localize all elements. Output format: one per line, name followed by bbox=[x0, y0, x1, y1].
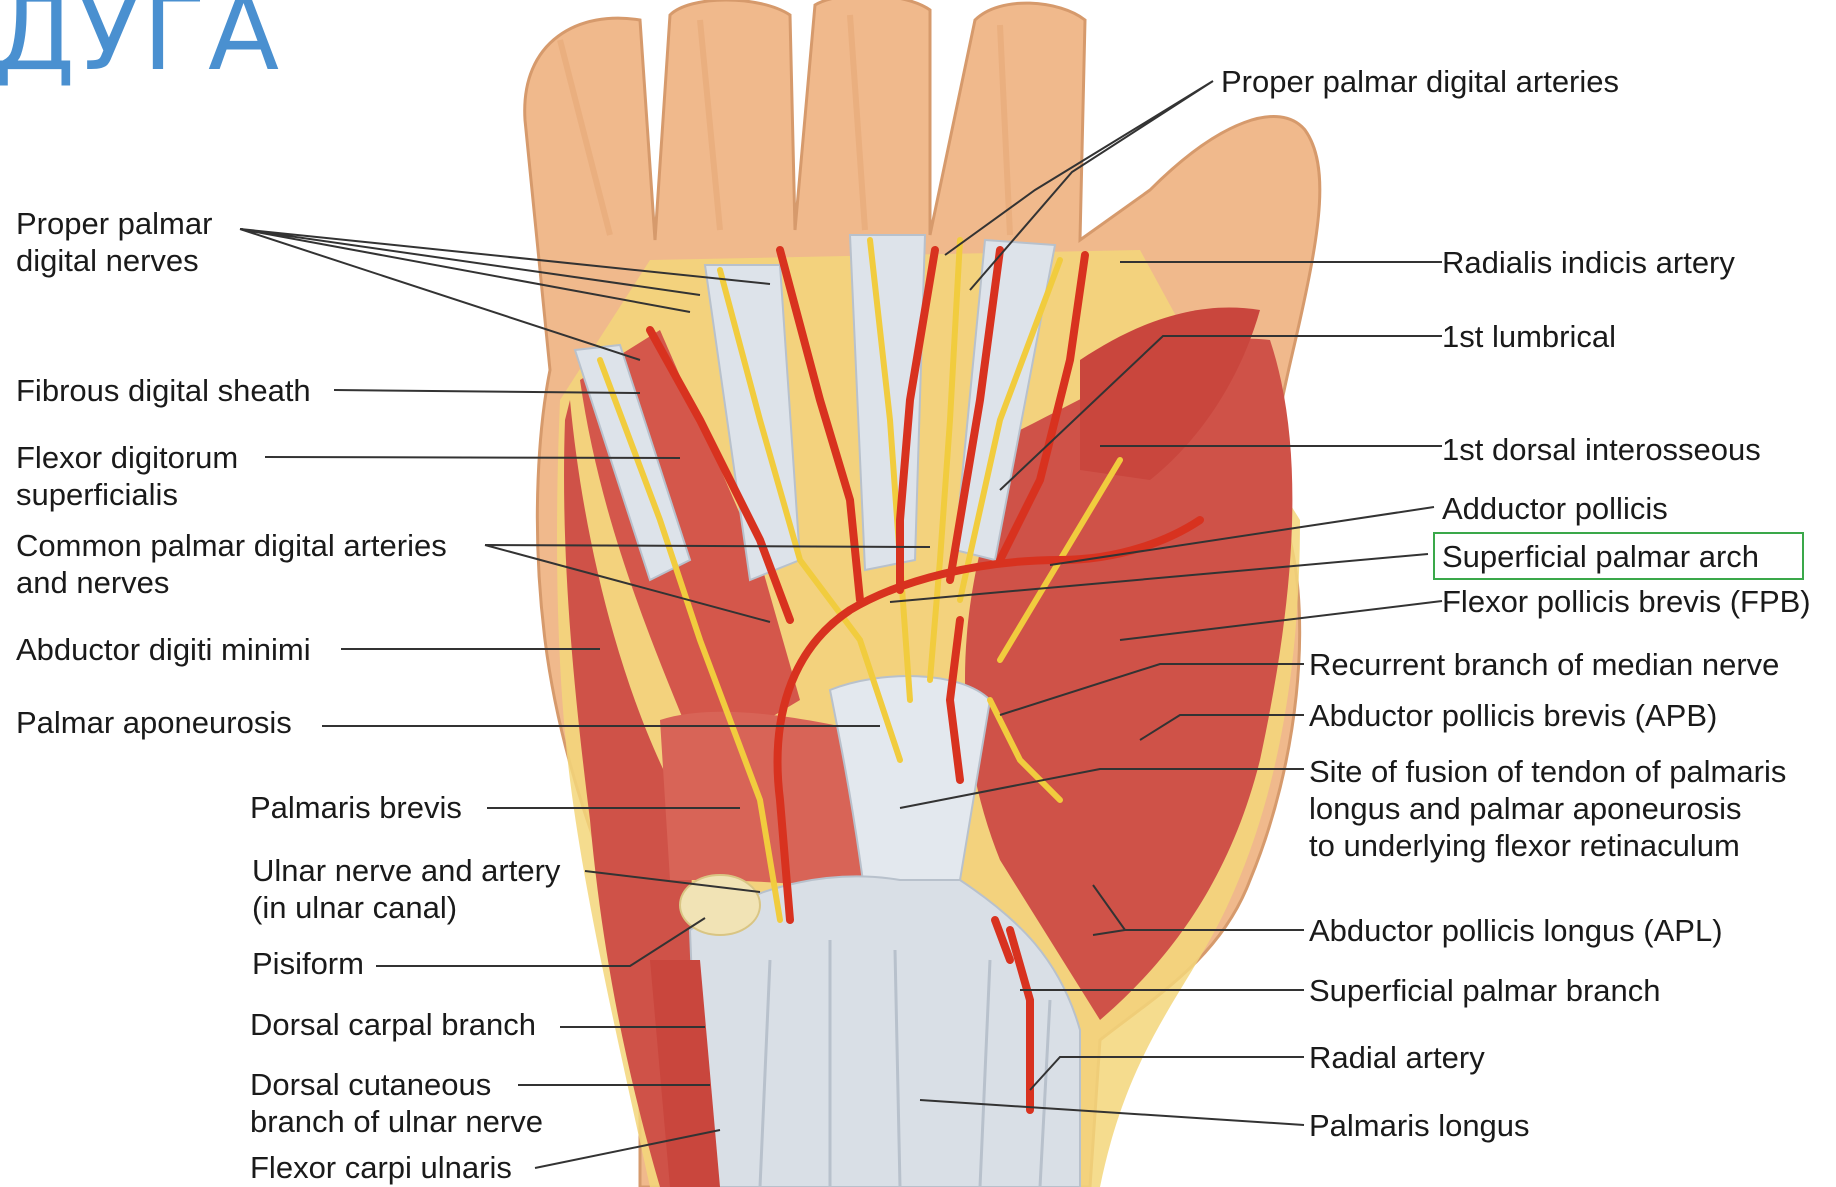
label-palmar-aponeurosis: Palmar aponeurosis bbox=[16, 704, 292, 741]
label-dorsal-cutaneous-branch-of-ulnar-nerve: Dorsal cutaneous branch of ulnar nerve bbox=[250, 1066, 543, 1140]
label-flexor-pollicis-brevis: Flexor pollicis brevis (FPB) bbox=[1442, 583, 1811, 620]
label-common-palmar-digital-arteries-and-nerves: Common palmar digital arteries and nerve… bbox=[16, 527, 447, 601]
label-adductor-pollicis: Adductor pollicis bbox=[1442, 490, 1668, 527]
label-radialis-indicis-artery: Radialis indicis artery bbox=[1442, 244, 1735, 281]
slide-title: ДУГА bbox=[0, 0, 281, 88]
label-abductor-pollicis-longus: Abductor pollicis longus (APL) bbox=[1309, 912, 1723, 949]
label-fibrous-digital-sheath: Fibrous digital sheath bbox=[16, 372, 311, 409]
label-ulnar-nerve-and-artery: Ulnar nerve and artery (in ulnar canal) bbox=[252, 852, 560, 926]
label-recurrent-branch-of-median-nerve: Recurrent branch of median nerve bbox=[1309, 646, 1779, 683]
label-site-of-fusion: Site of fusion of tendon of palmaris lon… bbox=[1309, 753, 1786, 864]
label-flexor-digitorum-superficialis: Flexor digitorum superficialis bbox=[16, 439, 238, 513]
label-radial-artery: Radial artery bbox=[1309, 1039, 1485, 1076]
label-1st-lumbrical: 1st lumbrical bbox=[1442, 318, 1616, 355]
label-1st-dorsal-interosseous: 1st dorsal interosseous bbox=[1442, 431, 1761, 468]
label-palmaris-brevis: Palmaris brevis bbox=[250, 789, 462, 826]
label-abductor-digiti-minimi: Abductor digiti minimi bbox=[16, 631, 311, 668]
label-superficial-palmar-branch: Superficial palmar branch bbox=[1309, 972, 1661, 1009]
label-abductor-pollicis-brevis: Abductor pollicis brevis (APB) bbox=[1309, 697, 1717, 734]
label-superficial-palmar-arch: Superficial palmar arch bbox=[1442, 538, 1759, 575]
label-proper-palmar-digital-arteries: Proper palmar digital arteries bbox=[1221, 63, 1619, 100]
label-pisiform: Pisiform bbox=[252, 945, 364, 982]
label-palmaris-longus: Palmaris longus bbox=[1309, 1107, 1530, 1144]
label-dorsal-carpal-branch: Dorsal carpal branch bbox=[250, 1006, 536, 1043]
label-flexor-carpi-ulnaris: Flexor carpi ulnaris bbox=[250, 1149, 512, 1186]
label-proper-palmar-digital-nerves: Proper palmar digital nerves bbox=[16, 205, 212, 279]
